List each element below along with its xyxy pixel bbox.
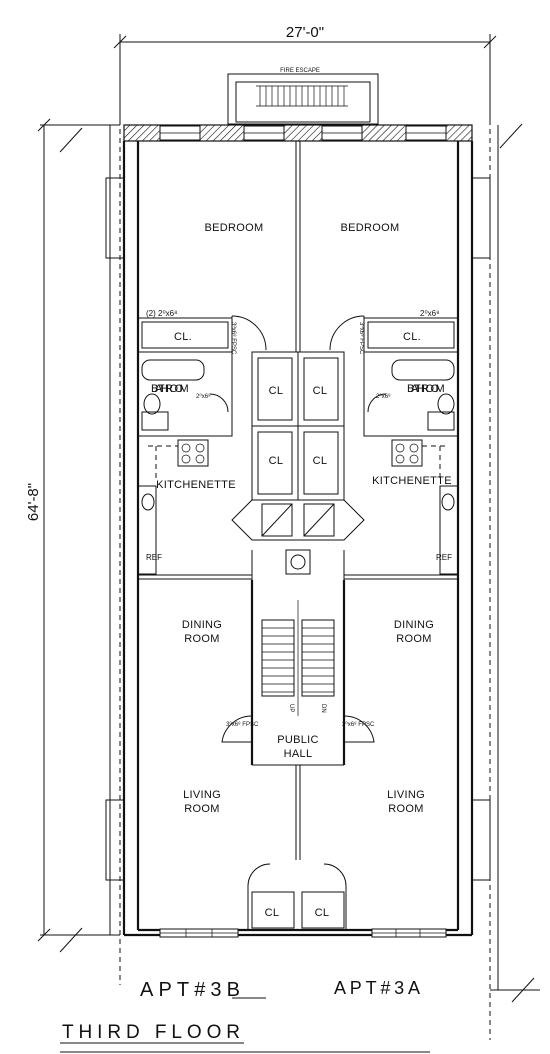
rear-wall xyxy=(123,124,473,142)
right-apartment-core: 2⁰x6⁸ CL. BATH ROOM 2⁰x6⁸ 3⁰x6⁸ FPSC KIT… xyxy=(329,309,459,580)
center-closet-2: CL xyxy=(313,385,328,397)
fire-escape-label: FIRE ESCAPE xyxy=(280,68,320,74)
center-closet-1: CL xyxy=(269,385,284,397)
closet-left-label: CL. xyxy=(174,331,192,343)
center-wall xyxy=(295,141,301,860)
bath-left-label: BATH ROOM xyxy=(151,383,189,395)
closet-right-label: CL. xyxy=(403,331,421,343)
length-dimension: 64'-8" xyxy=(25,118,120,942)
bath-door-right-label: 2⁰x6⁸ xyxy=(376,393,391,400)
fpsc-door-left-label: 3⁰x6⁸ FPSC xyxy=(230,322,237,355)
width-dimension-label: 27'-0" xyxy=(286,24,324,41)
hall-door-left-label: 3⁰x6⁸ FPSC xyxy=(226,721,259,728)
ref-right-label: REF xyxy=(436,553,452,562)
floor-title: THIRD FLOOR xyxy=(62,1022,240,1043)
fpsc-door-right-label: 3⁰x6⁸ FPSC xyxy=(358,322,365,355)
front-closet-1: CL xyxy=(265,907,280,919)
hall-door-right-label: 3⁰x6⁸ FPSC xyxy=(342,721,375,728)
bath-door-left-label: 2⁰x6⁸ xyxy=(196,393,211,400)
ref-left-label: REF xyxy=(146,553,162,562)
shafts xyxy=(231,499,365,580)
apt-right-label: APT#3A xyxy=(334,978,420,998)
front-closet-2: CL xyxy=(315,907,330,919)
kitchenette-right-label: KITCHENETTE xyxy=(372,475,452,487)
center-closet-4: CL xyxy=(313,455,328,467)
outer-walls xyxy=(105,141,491,935)
bedroom-right-label: BEDROOM xyxy=(341,222,400,234)
kitchenette-left-label: KITCHENETTE xyxy=(156,479,236,491)
width-dimension: 27'-0" xyxy=(113,24,497,120)
length-dimension-label: 64'-8" xyxy=(25,483,42,521)
apt-left-label: APT#3B xyxy=(140,979,240,1001)
stair: UP DN xyxy=(250,580,346,765)
apartment-labels: APT#3B APT#3A xyxy=(140,978,420,1001)
stair-down-label: DN xyxy=(320,704,326,713)
front-closets: CL CL xyxy=(247,863,347,930)
title-block: THIRD FLOOR xyxy=(60,1022,430,1053)
left-apartment-core: (2) 2⁰x6⁸ CL. BATH ROOM 2⁰x6⁸ 3⁰x6⁸ FPSC… xyxy=(137,309,267,580)
bath-right-label: BATH ROOM xyxy=(407,383,445,395)
center-closet-3: CL xyxy=(269,455,284,467)
center-closets: CL CL CL CL xyxy=(251,351,345,501)
closet-door-left-label: (2) 2⁰x6⁸ xyxy=(146,309,177,318)
front-wall xyxy=(124,928,472,938)
fire-escape: FIRE ESCAPE xyxy=(227,68,379,125)
bedroom-left-label: BEDROOM xyxy=(205,222,264,234)
closet-door-right-label: 2⁰x6⁸ xyxy=(420,309,439,318)
stair-up-label: UP xyxy=(288,704,294,712)
